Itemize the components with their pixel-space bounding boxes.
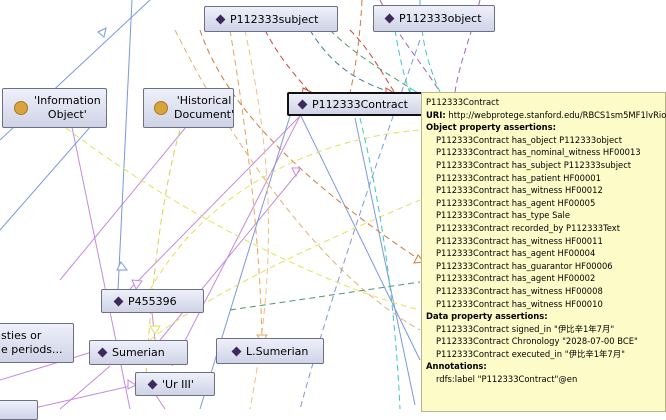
tooltip-assertion-line: P112333Contract has_object P112333object [436, 134, 623, 145]
tooltip-assertion-line: P112333Contract has_subject P112333subje… [436, 159, 632, 170]
tooltip-data-heading: Data property assertions: [426, 311, 548, 322]
class-circle-icon [14, 101, 28, 115]
node-partial-bottom-left[interactable] [0, 400, 38, 420]
tooltip-uri-value: http://webprotege.stanford.edu/RBCS1sm5M… [448, 109, 666, 120]
individual-diamond-icon [384, 13, 395, 24]
tooltip-assertion-line: P112333Contract signed_in "伊比辛1年7月" [436, 323, 615, 334]
tooltip-assertion-line: P112333Contract executed_in "伊比辛1年7月" [436, 348, 625, 359]
tooltip-assertion-line: P112333Contract has_witness HF00008 [436, 285, 603, 296]
tooltip-uri-label: URI: [426, 109, 446, 120]
node-l-sumerian[interactable]: L.Sumerian [216, 338, 324, 364]
tooltip-assertion-line: P112333Contract has_type Sale [436, 210, 570, 221]
node-label-line2: Object' [47, 108, 87, 121]
entity-tooltip: P112333Contract URI: http://webprotege.s… [421, 92, 666, 412]
node-information-object[interactable]: 'Information Object' [2, 88, 107, 128]
tooltip-assertion-line: P112333Contract recorded_by P112333Text [436, 222, 621, 233]
node-label: P455396 [128, 294, 177, 308]
tooltip-assertion-line: P112333Contract has_witness HF00012 [436, 185, 603, 196]
tooltip-title: P112333Contract [426, 97, 500, 107]
tooltip-assertion-line: rdfs:label "P112333Contract"@en [436, 374, 578, 385]
individual-diamond-icon [297, 99, 308, 109]
node-p112333object[interactable]: P112333object [373, 5, 495, 32]
individual-diamond-icon [231, 346, 242, 356]
tooltip-assertion-line: P112333Contract has_witness HF00010 [436, 298, 603, 309]
individual-diamond-icon [147, 379, 158, 389]
individual-diamond-icon [113, 296, 124, 306]
tooltip-data-assertions: P112333Contract signed_in "伊比辛1年7月" P1123… [426, 323, 661, 361]
node-label-line1: 'Information [34, 94, 101, 107]
node-label: Sumerian [112, 346, 165, 359]
node-label-line2: Document' [174, 108, 235, 121]
tooltip-object-assertions: P112333Contract has_object P112333object… [426, 134, 661, 310]
node-sumerian[interactable]: Sumerian [89, 340, 188, 365]
tooltip-assertion-line: P112333Contract has_patient HF00001 [436, 172, 601, 183]
tooltip-assertion-line: P112333Contract has_agent HF00002 [436, 273, 596, 284]
individual-diamond-icon [215, 14, 226, 24]
tooltip-assertion-line: P112333Contract has_witness HF00011 [436, 235, 603, 246]
tooltip-object-heading: Object property assertions: [426, 122, 556, 133]
node-periods[interactable]: sties or e periods... [0, 323, 74, 363]
node-ur-iii[interactable]: 'Ur III' [135, 372, 215, 396]
node-label: P112333Contract [312, 97, 408, 111]
edge-group-purple [0, 115, 301, 410]
node-label-line1: sties or [1, 329, 42, 342]
node-p112333subject[interactable]: P112333subject [204, 6, 338, 32]
tooltip-uri: URI: http://webprotege.stanford.edu/RBCS… [426, 109, 666, 122]
tooltip-assertion-line: P112333Contract has_agent HF00005 [436, 197, 596, 208]
node-label: L.Sumerian [246, 344, 309, 358]
tooltip-assertion-line: P112333Contract Chronology "2028-07-00 B… [436, 336, 638, 347]
individual-diamond-icon [97, 347, 108, 358]
node-label: P112333object [399, 12, 482, 25]
node-p112333contract[interactable]: P112333Contract [287, 92, 423, 116]
node-label: P112333subject [230, 12, 319, 26]
node-p455396[interactable]: P455396 [101, 289, 204, 313]
class-circle-icon [154, 101, 168, 115]
tooltip-assertion-line: P112333Contract has_agent HF00004 [436, 248, 596, 259]
node-label-line2: e periods... [1, 343, 63, 356]
node-historical-document[interactable]: 'Historical Document' [143, 88, 234, 128]
tooltip-annotations: rdfs:label "P112333Contract"@en [426, 373, 661, 386]
node-label-line1: 'Historical [176, 94, 232, 107]
tooltip-annotations-heading: Annotations: [426, 361, 487, 372]
node-label: 'Ur III' [162, 377, 194, 391]
tooltip-assertion-line: P112333Contract has_guarantor HF00006 [436, 260, 613, 271]
tooltip-assertion-line: P112333Contract has_nominal_witness HF00… [436, 147, 641, 158]
